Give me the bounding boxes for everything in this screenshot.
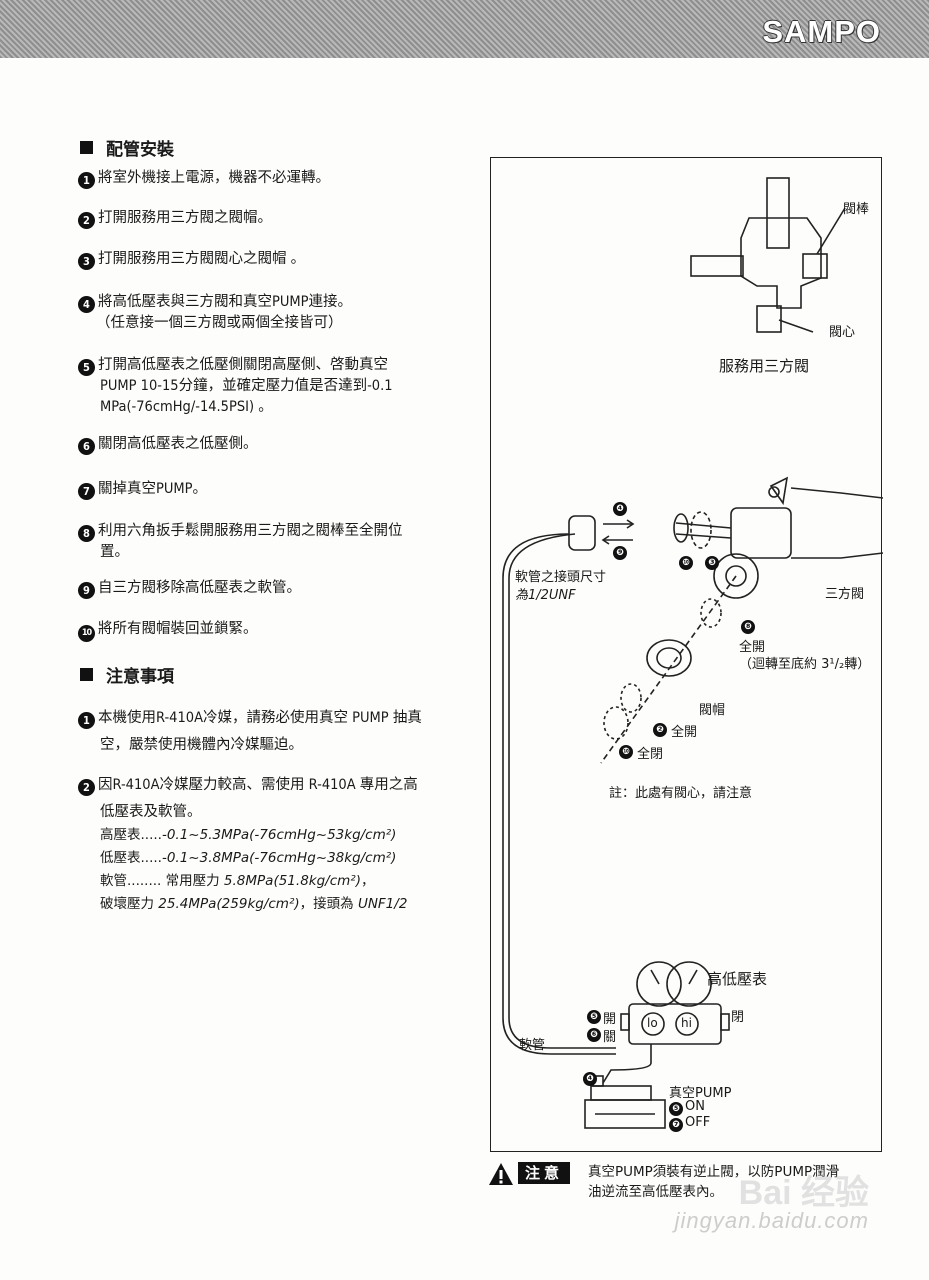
label-pump: 真空PUMP bbox=[669, 1086, 732, 1101]
marker-6-icon: ❻ bbox=[587, 1028, 601, 1042]
label-service-valve: 服務用三方閥 bbox=[719, 357, 810, 375]
marker-4b-icon: ❹ bbox=[583, 1072, 597, 1086]
label-valve-cap: 閥帽 bbox=[699, 703, 726, 718]
label-close-all: 全閉 bbox=[637, 747, 664, 762]
label-hose-size-unf: 為1/2UNF bbox=[515, 588, 576, 603]
label-on: ON bbox=[685, 1099, 705, 1114]
marker-5-icon: ❺ bbox=[587, 1010, 601, 1024]
step-number-icon: 7 bbox=[78, 483, 95, 500]
step-number-icon: 9 bbox=[78, 582, 95, 599]
pump-body bbox=[584, 1099, 666, 1129]
label-valve-core: 閥心 bbox=[829, 325, 856, 340]
pump-top bbox=[590, 1085, 652, 1101]
label-full-open: 全開 bbox=[739, 640, 766, 655]
pressure-specs: 高壓表.....-0.1~5.3MPa(-76cmHg~53kg/cm²) 低壓… bbox=[100, 824, 407, 916]
caution-box: 注意 真空PUMP須裝有逆止閥，以防PUMP潤滑 油逆流至高低壓表內。 bbox=[488, 1160, 888, 1204]
spec-low-gauge: 低壓表.....-0.1~3.8MPa(-76cmHg~38kg/cm²) bbox=[100, 850, 397, 866]
step-number-icon: 1 bbox=[78, 172, 95, 189]
marker-7-icon: ❼ bbox=[669, 1118, 683, 1132]
note-number-icon: 1 bbox=[78, 712, 95, 729]
connection-diagram: 閥棒 閥心 服務用三方閥 ❹ ❾ ❿ ❸ 軟管之接頭尺寸 為1/2UNF 三方閥… bbox=[490, 157, 883, 1152]
marker-5b-icon: ❺ bbox=[669, 1102, 683, 1116]
label-hi: hi bbox=[681, 1016, 692, 1030]
step-number-icon: 4 bbox=[78, 296, 95, 313]
valve-body bbox=[740, 217, 822, 309]
caution-text: 真空PUMP須裝有逆止閥，以防PUMP潤滑 油逆流至高低壓表內。 bbox=[588, 1164, 840, 1200]
label-lo: lo bbox=[647, 1016, 658, 1030]
marker-10b-icon: ❿ bbox=[619, 745, 633, 759]
watermark-logo: Bai 经验 bbox=[738, 1174, 869, 1212]
label-open-all: 全開 bbox=[671, 725, 698, 740]
valve-core-cap bbox=[756, 305, 782, 333]
hose-line bbox=[502, 533, 616, 1055]
caution-label: 注意 bbox=[518, 1162, 570, 1184]
marker-2-icon: ❷ bbox=[653, 723, 667, 737]
spec-hose: 軟管........ 常用壓力 5.8MPa(51.8kg/cm²)， bbox=[100, 873, 375, 889]
step-number-icon: 6 bbox=[78, 438, 95, 455]
header-band: SAMPO bbox=[0, 0, 929, 58]
spec-burst: 破壞壓力 25.4MPa(259kg/cm²)，接頭為 UNF1/2 bbox=[100, 896, 408, 912]
label-valve-rod: 閥棒 bbox=[843, 202, 870, 217]
step-number-icon: 8 bbox=[78, 525, 95, 542]
label-close-2: 閉 bbox=[731, 1010, 745, 1025]
watermark-url: jingyan.baidu.com bbox=[674, 1208, 869, 1233]
marker-4-icon: ❹ bbox=[613, 502, 627, 516]
label-full-open-note: （迴轉至底約 3¹/₂轉） bbox=[739, 657, 871, 672]
brand-logo: SAMPO bbox=[762, 14, 881, 49]
marker-9-icon: ❾ bbox=[613, 546, 627, 560]
label-hose: 軟管 bbox=[519, 1038, 546, 1053]
label-off: OFF bbox=[685, 1115, 711, 1130]
label-hose-size: 軟管之接頭尺寸 bbox=[515, 570, 607, 585]
lo-gauge bbox=[636, 961, 682, 1007]
step-number-icon: 10 bbox=[78, 625, 95, 642]
hose-connector bbox=[568, 515, 596, 551]
label-note: 註：此處有閥心，請注意 bbox=[609, 786, 753, 801]
marker-8-icon: ❽ bbox=[741, 620, 755, 634]
valve-pipe bbox=[766, 177, 790, 249]
hi-gauge bbox=[666, 961, 712, 1007]
label-three-way: 三方閥 bbox=[825, 587, 865, 602]
square-bullet-icon bbox=[80, 141, 93, 154]
step-number-icon: 2 bbox=[78, 212, 95, 229]
section-title-piping: 配管安裝 bbox=[80, 135, 174, 160]
valve-rod bbox=[802, 253, 828, 279]
spec-high-gauge: 高壓表.....-0.1~5.3MPa(-76cmHg~53kg/cm²) bbox=[100, 827, 397, 843]
section-title-notes: 注意事項 bbox=[80, 662, 174, 687]
marker-10-icon: ❿ bbox=[679, 556, 693, 570]
port-nut bbox=[713, 553, 759, 599]
label-close: 關 bbox=[603, 1030, 617, 1045]
valve-cap-shape bbox=[646, 639, 692, 677]
diagram-drawing bbox=[502, 177, 883, 1129]
label-gauge: 高低壓表 bbox=[707, 970, 768, 988]
step-number-icon: 5 bbox=[78, 359, 95, 376]
valve-side-port bbox=[690, 255, 744, 277]
label-open: 開 bbox=[603, 1012, 617, 1027]
step-number-icon: 3 bbox=[78, 253, 95, 270]
three-way-body bbox=[730, 507, 792, 559]
warning-triangle-icon bbox=[489, 1163, 513, 1185]
marker-3-icon: ❸ bbox=[705, 556, 719, 570]
note-number-icon: 2 bbox=[78, 779, 95, 796]
square-bullet-icon bbox=[80, 668, 93, 681]
